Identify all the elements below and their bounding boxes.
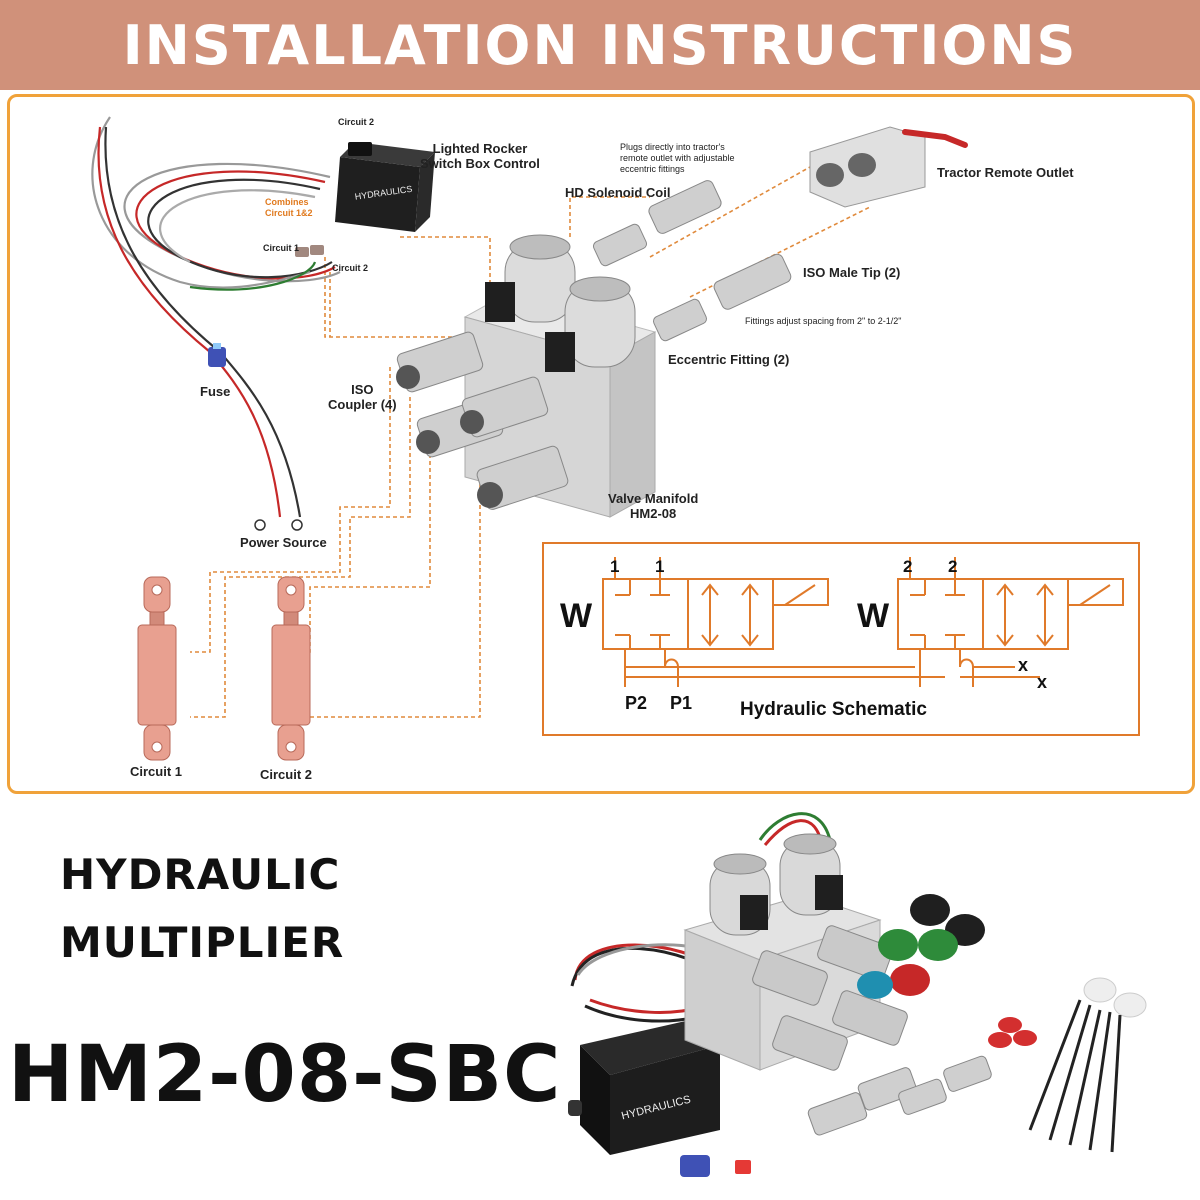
installation-diagram-panel: HYDRAULICS bbox=[7, 94, 1195, 794]
label-rocker-switch: Lighted Rocker Switch Box Control bbox=[420, 141, 540, 171]
rocker-switch-box bbox=[335, 142, 435, 232]
label-circuit-2-small: Circuit 2 bbox=[332, 263, 369, 273]
title-banner: INSTALLATION INSTRUCTIONS bbox=[0, 0, 1200, 90]
schematic-x2: x bbox=[1037, 672, 1048, 692]
power-terminals-icon bbox=[254, 519, 303, 531]
circuit-connectors bbox=[295, 245, 324, 257]
product-kit-photo: HYDRAULICS bbox=[568, 812, 1147, 1177]
fuse-icon bbox=[208, 343, 226, 367]
schematic-port-1a: 1 bbox=[610, 557, 620, 576]
product-line-1: HYDRAULIC bbox=[60, 850, 341, 899]
label-fuse: Fuse bbox=[200, 384, 231, 399]
solenoid-coils bbox=[485, 234, 636, 372]
schematic-x1: x bbox=[1018, 655, 1029, 675]
label-fittings-note: Fittings adjust spacing from 2" to 2-1/2… bbox=[745, 316, 902, 326]
label-circuit-2-bottom: Circuit 2 bbox=[260, 767, 313, 782]
label-eccentric-fitting: Eccentric Fitting (2) bbox=[668, 352, 790, 367]
schematic-p2: P2 bbox=[625, 693, 648, 713]
schematic-p1: P1 bbox=[670, 693, 693, 713]
tractor-remote-outlet bbox=[809, 126, 968, 208]
product-line-2: MULTIPLIER bbox=[60, 918, 345, 967]
schematic-w-right: W bbox=[857, 597, 890, 635]
label-iso-coupler: ISO Coupler (4) bbox=[328, 382, 397, 412]
schematic-w-left: W bbox=[560, 597, 593, 635]
label-plugs-note: Plugs directly into tractor's remote out… bbox=[620, 142, 735, 174]
label-combines: Combines Circuit 1&2 bbox=[265, 197, 313, 218]
installation-diagram: HYDRAULICS bbox=[91, 116, 1140, 761]
schematic-port-2b: 2 bbox=[948, 557, 958, 576]
label-power-source: Power Source bbox=[240, 535, 327, 550]
hydraulic-cylinder-1 bbox=[137, 576, 177, 761]
schematic-port-2a: 2 bbox=[903, 557, 913, 576]
label-circuit-2-top: Circuit 2 bbox=[338, 117, 375, 127]
coupler-openings bbox=[396, 365, 503, 508]
schematic-port-1b: 1 bbox=[655, 557, 665, 576]
label-circuit-1-bottom: Circuit 1 bbox=[130, 764, 183, 779]
hydraulic-schematic bbox=[542, 542, 1140, 736]
banner-title: INSTALLATION INSTRUCTIONS bbox=[122, 13, 1078, 77]
label-circuit-1-small: Circuit 1 bbox=[263, 243, 300, 253]
schematic-title: Hydraulic Schematic bbox=[740, 699, 927, 720]
hydraulic-cylinder-2 bbox=[271, 576, 311, 761]
label-valve-manifold: Valve Manifold HM2-08 bbox=[608, 491, 699, 521]
label-iso-male-tip: ISO Male Tip (2) bbox=[803, 265, 901, 280]
fittings bbox=[592, 180, 792, 342]
wiring-harness bbox=[91, 116, 341, 518]
label-tractor-outlet: Tractor Remote Outlet bbox=[937, 165, 1074, 180]
product-model: HM2-08-SBC bbox=[8, 1030, 562, 1120]
label-hd-solenoid: HD Solenoid Coil bbox=[565, 185, 671, 200]
